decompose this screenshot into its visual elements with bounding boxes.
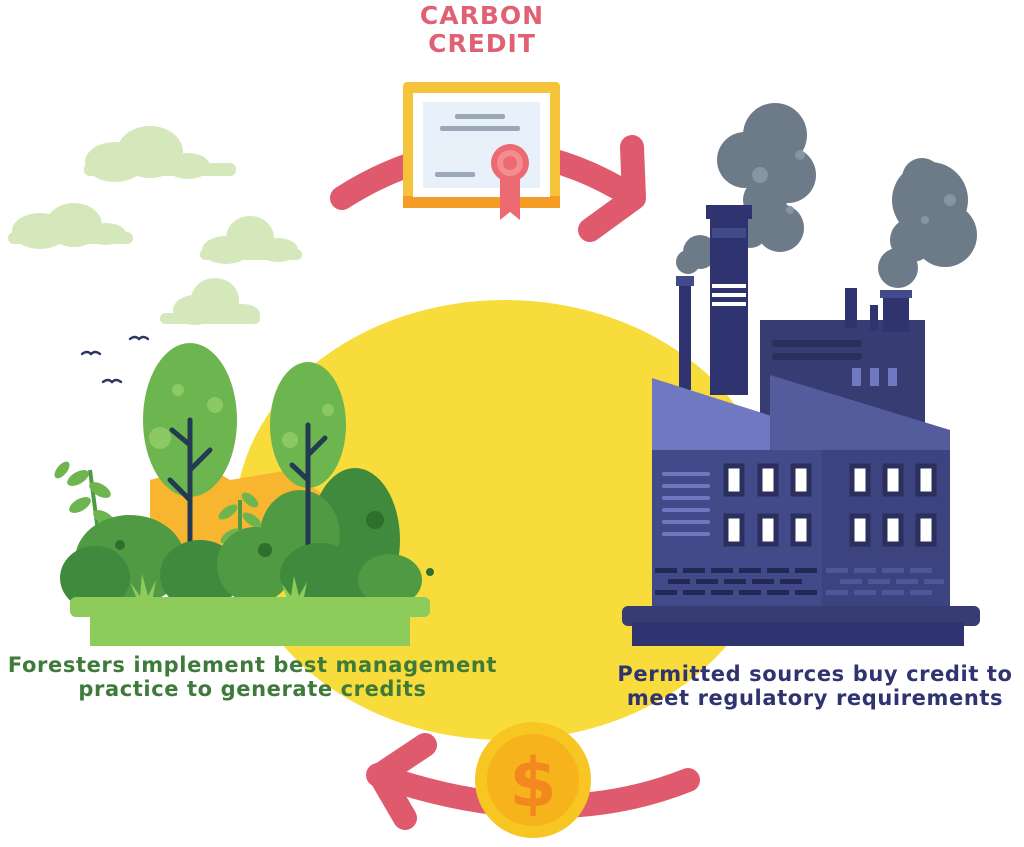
forest-caption-line1: Foresters implement best management bbox=[7, 653, 498, 677]
clouds bbox=[8, 126, 302, 325]
bird bbox=[101, 378, 123, 384]
factory-caption: Permitted sources buy credit to meet reg… bbox=[606, 662, 1024, 710]
carbon-credit-line2: CREDIT bbox=[428, 29, 536, 58]
factory-caption-line1: Permitted sources buy credit to bbox=[617, 662, 1013, 686]
carbon-credit-line1: CARBON bbox=[419, 1, 545, 30]
cloud bbox=[200, 216, 302, 264]
cloud bbox=[160, 278, 260, 325]
forest-caption: Foresters implement best management prac… bbox=[0, 653, 505, 701]
factory-scene bbox=[622, 103, 980, 646]
dollar-coin-icon: $ bbox=[475, 722, 591, 838]
birds bbox=[80, 335, 150, 384]
factory-caption-line2: meet regulatory requirements bbox=[626, 686, 1004, 710]
cloud bbox=[84, 126, 236, 182]
forest-scene bbox=[54, 343, 434, 646]
certificate-icon bbox=[403, 82, 560, 220]
coin-symbol: $ bbox=[509, 744, 556, 823]
forest-caption-line2: practice to generate credits bbox=[78, 677, 427, 701]
chimney bbox=[679, 280, 691, 390]
bird bbox=[80, 350, 102, 356]
factory-windows bbox=[723, 463, 937, 547]
carbon-credit-title: CARBON CREDIT bbox=[382, 2, 582, 58]
factory-base bbox=[622, 606, 980, 626]
cloud bbox=[8, 203, 133, 249]
bird bbox=[128, 335, 150, 341]
